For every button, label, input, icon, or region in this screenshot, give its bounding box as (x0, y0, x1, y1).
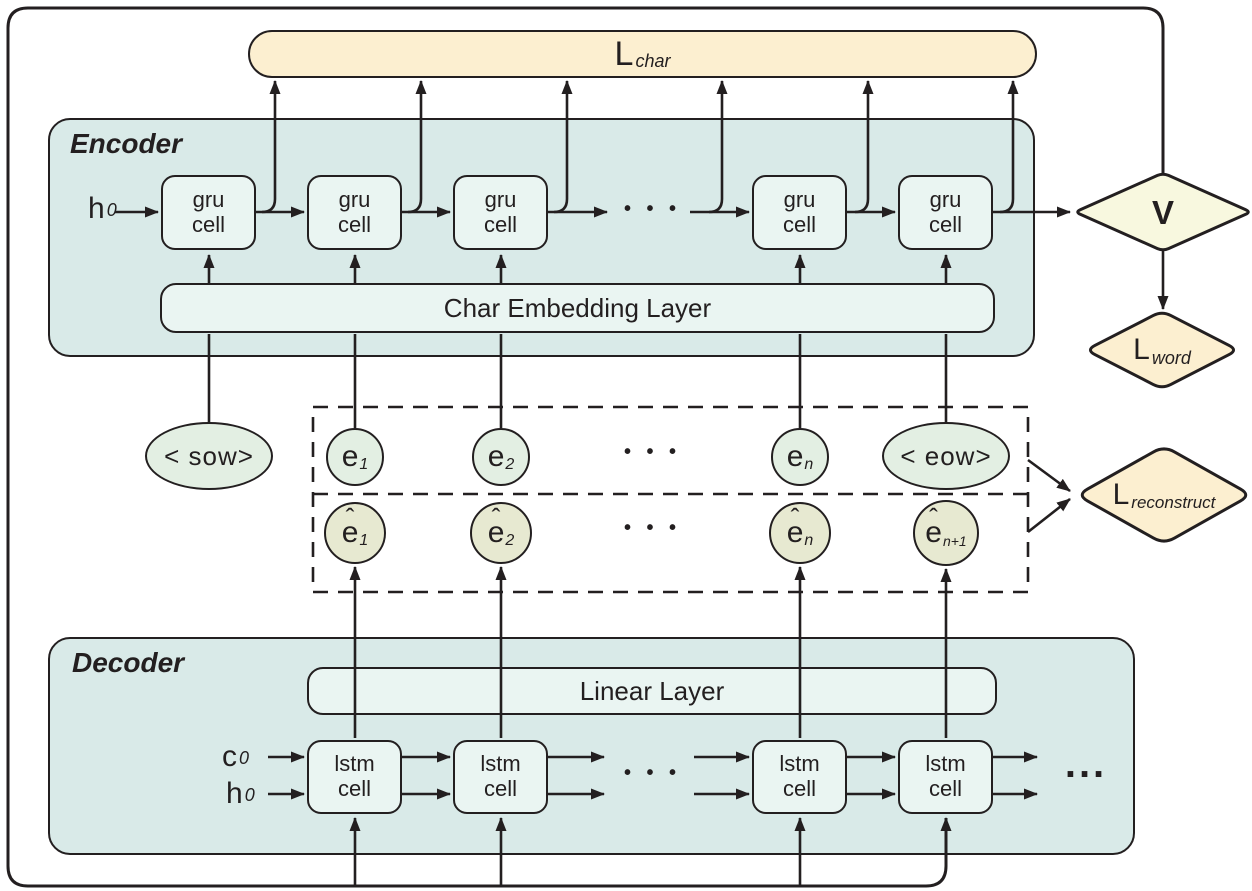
circumflex: ˆ (790, 503, 800, 533)
eow-ellipse: < eow> (882, 422, 1010, 490)
encoder-h0-main: h (88, 192, 105, 225)
decoder-continuation-dots: ... (1064, 742, 1108, 786)
circumflex: ˆ (345, 503, 355, 533)
encoder-label: Encoder (70, 128, 183, 159)
loss-char-label: L (614, 34, 634, 73)
circumflex: ˆ (491, 503, 501, 533)
decoder-dots: • • • (623, 762, 677, 784)
loss-char-subscript: char (635, 50, 671, 71)
predicted-dots: • • • (623, 517, 677, 539)
embedding-dots: • • • (623, 441, 677, 463)
char-embedding-layer: Char Embedding Layer (160, 283, 995, 333)
linear-layer: Linear Layer (307, 667, 997, 715)
sow-ellipse: < sow> (145, 422, 273, 490)
encoder-h0-subscript: 0 (106, 200, 117, 220)
decoder-label: Decoder (72, 647, 185, 678)
circumflex: ˆ (929, 503, 938, 533)
encoder-dots: • • • (623, 198, 677, 220)
v-diamond-label: V (1151, 194, 1174, 231)
